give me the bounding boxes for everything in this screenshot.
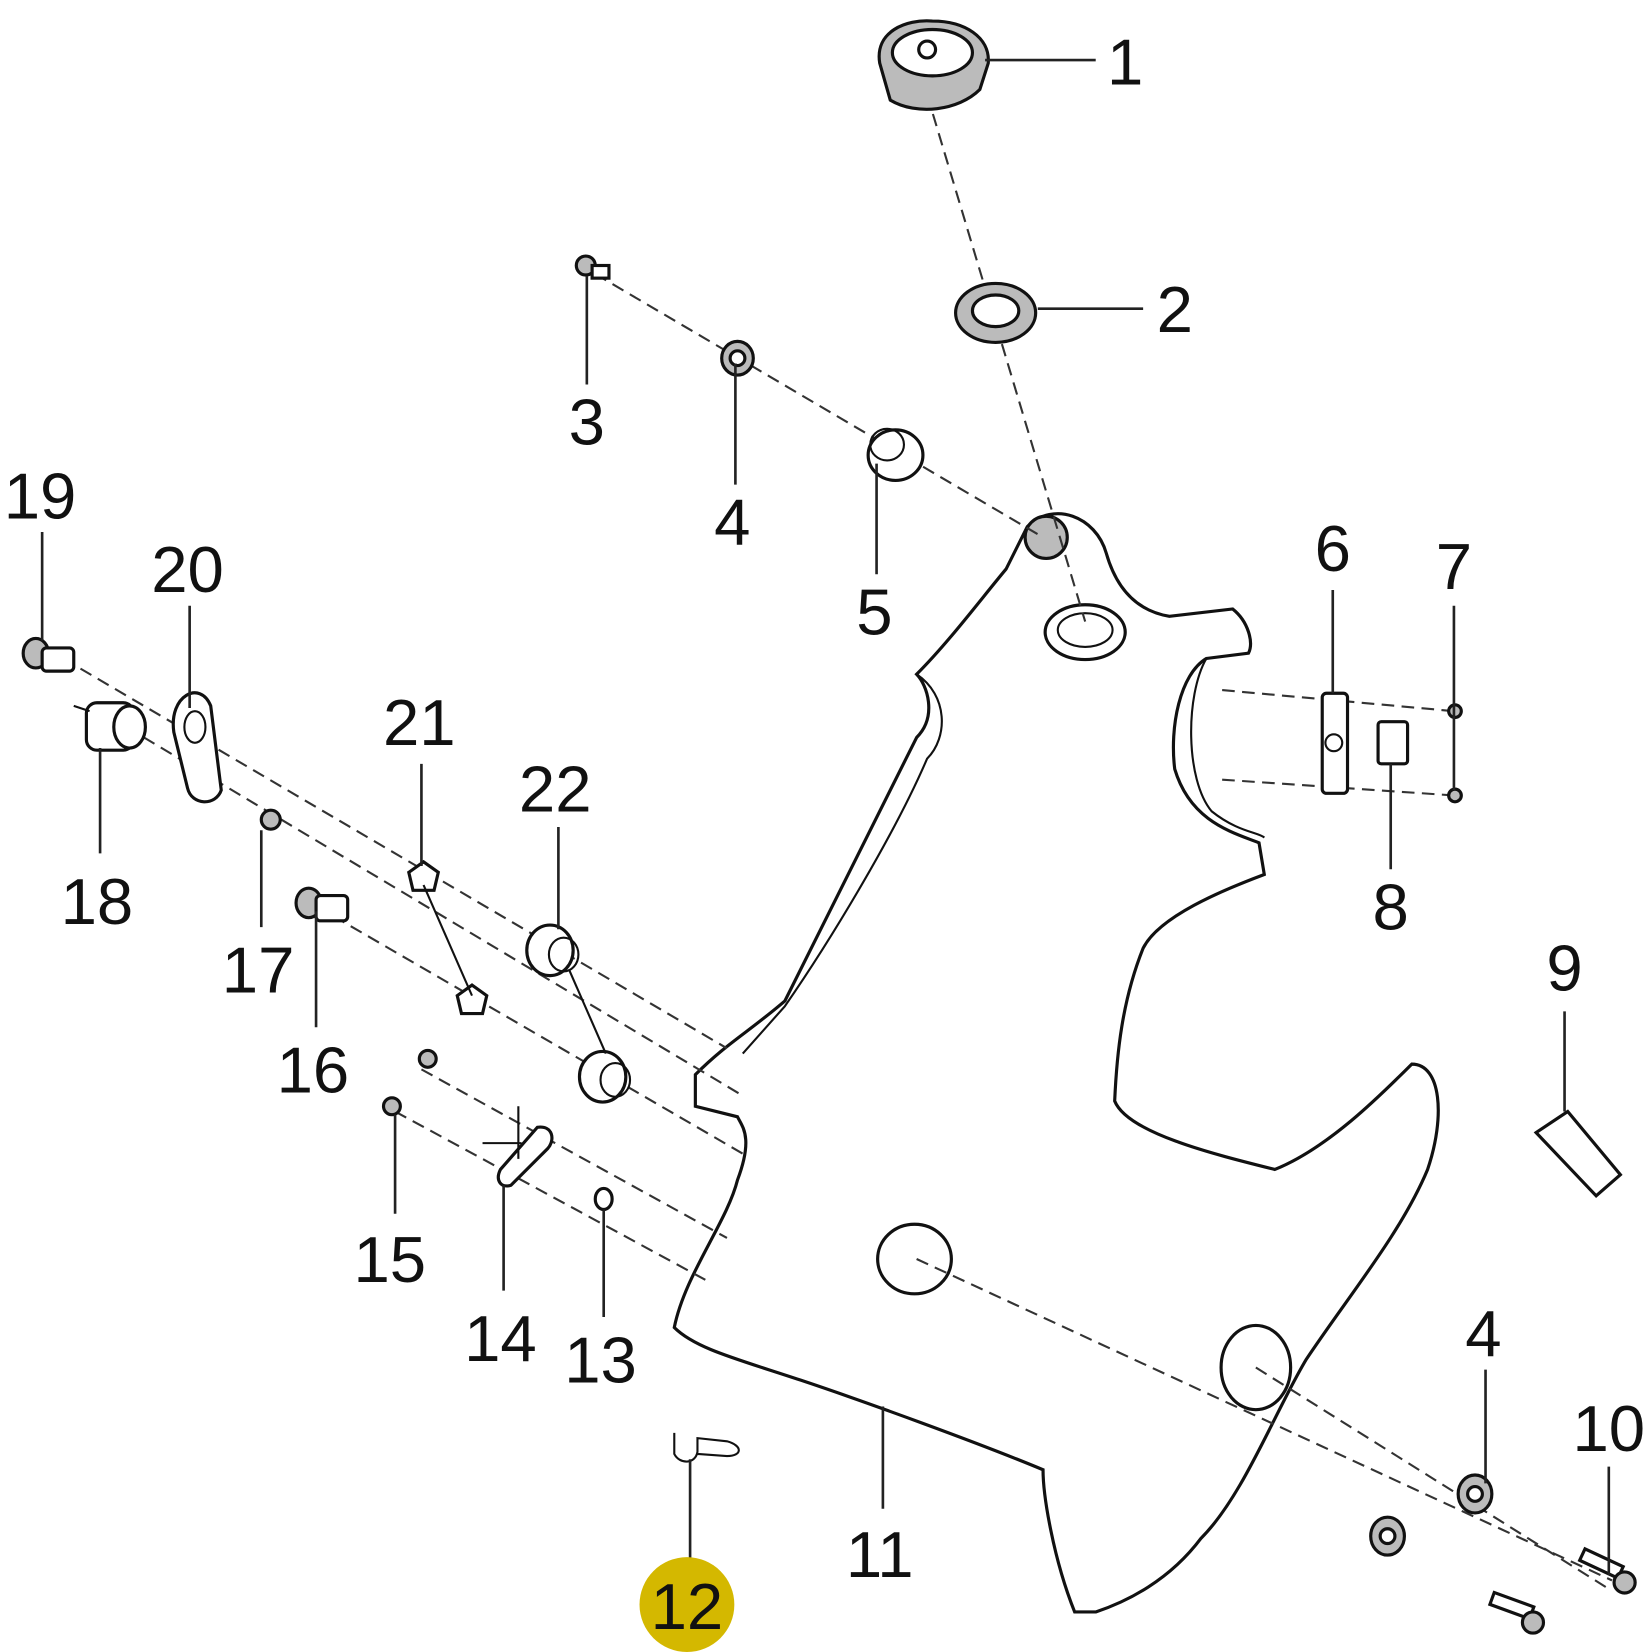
highlight-circle-12 xyxy=(639,1557,735,1652)
callout-1[interactable]: 1 xyxy=(1107,25,1143,98)
callout-12[interactable]: 12 xyxy=(651,1570,724,1643)
part-21-nuts xyxy=(407,859,489,1016)
part-13-washer xyxy=(593,1186,614,1212)
callout-18[interactable]: 18 xyxy=(61,865,134,938)
callout-2[interactable]: 2 xyxy=(1157,273,1193,346)
part-4-washer xyxy=(720,339,755,377)
tank-hole-left xyxy=(876,1222,953,1296)
callout-10[interactable]: 10 xyxy=(1572,1392,1645,1465)
callout-19[interactable]: 19 xyxy=(4,459,77,532)
part-9-pad xyxy=(1533,1109,1623,1198)
part-8-clip xyxy=(1376,720,1410,766)
callout-4-lower[interactable]: 4 xyxy=(1465,1297,1501,1370)
part-17-nut xyxy=(259,808,282,831)
part-22-spacers xyxy=(525,923,632,1104)
callout-22[interactable]: 22 xyxy=(519,752,592,825)
callout-3[interactable]: 3 xyxy=(569,386,605,459)
tank-edge-detail xyxy=(741,657,1266,1055)
part-3-bolt xyxy=(574,254,611,280)
part-16-bolt xyxy=(294,886,350,923)
part-12-clamp xyxy=(673,1432,740,1463)
tank-filler-neck-inner xyxy=(1056,612,1114,648)
callout-17[interactable]: 17 xyxy=(222,933,295,1006)
part-14-bracket xyxy=(482,1106,554,1188)
callout-13[interactable]: 13 xyxy=(564,1323,637,1396)
callout-16[interactable]: 16 xyxy=(277,1034,350,1107)
callout-15[interactable]: 15 xyxy=(353,1223,426,1296)
callout-5[interactable]: 5 xyxy=(856,575,892,648)
part-15-screws xyxy=(381,1048,438,1117)
leader-lines xyxy=(40,58,1611,1576)
part-4-washers-lower xyxy=(1369,1473,1494,1557)
part-10-bolts xyxy=(1487,1546,1637,1635)
callout-14[interactable]: 14 xyxy=(464,1302,537,1375)
part-19-bolt xyxy=(21,636,76,673)
tank-hole-right xyxy=(1219,1323,1293,1412)
callout-7[interactable]: 7 xyxy=(1436,530,1472,603)
part-6-plate xyxy=(1320,691,1350,795)
callout-21[interactable]: 21 xyxy=(383,686,456,759)
callout-11[interactable]: 11 xyxy=(846,1518,914,1591)
part-18-rubber-mount xyxy=(73,701,147,752)
part-20-bracket xyxy=(171,691,223,804)
part-5-spacer xyxy=(866,427,925,483)
part-1-cap xyxy=(877,19,990,111)
callout-20[interactable]: 20 xyxy=(151,533,224,606)
callout-8[interactable]: 8 xyxy=(1373,870,1409,943)
callout-4[interactable]: 4 xyxy=(714,486,750,559)
callout-9[interactable]: 9 xyxy=(1546,931,1582,1004)
callout-6[interactable]: 6 xyxy=(1315,512,1351,585)
part-2-grommet xyxy=(954,281,1038,344)
